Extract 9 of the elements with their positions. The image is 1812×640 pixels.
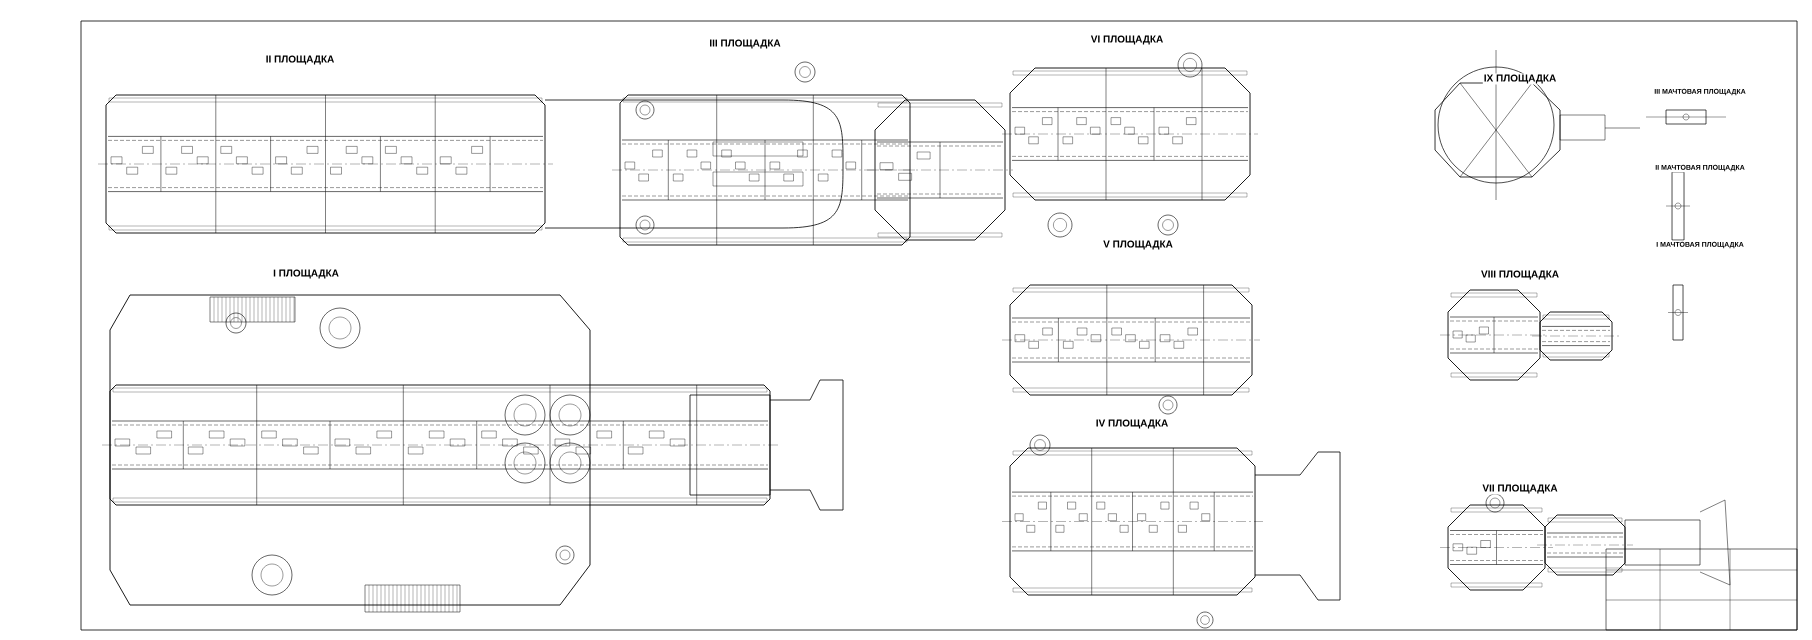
- platform-heading: VI ПЛОЩАДКА: [1089, 34, 1165, 46]
- platform-heading: IV ПЛОЩАДКА: [1094, 418, 1170, 430]
- platform-heading: II ПЛОЩАДКА: [264, 54, 336, 66]
- platform-heading: VII ПЛОЩАДКА: [1481, 483, 1559, 495]
- platform-heading: VIII ПЛОЩАДКА: [1480, 269, 1560, 281]
- platform-heading: IX ПЛОЩАДКА: [1482, 73, 1558, 85]
- platform-heading: V ПЛОЩАДКА: [1102, 239, 1174, 251]
- platform-heading: III ПЛОЩАДКА: [708, 38, 782, 50]
- platform-heading: I ПЛОЩАДКА: [272, 268, 340, 280]
